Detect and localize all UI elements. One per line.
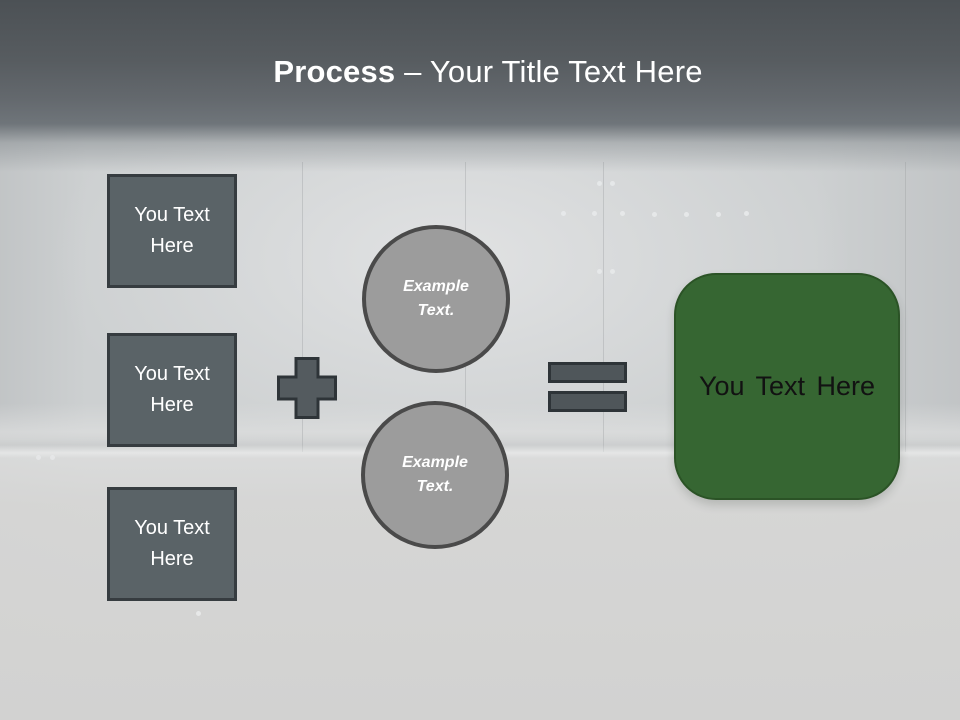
equals-icon	[548, 391, 627, 412]
example-circle-label: Example Text.	[403, 278, 469, 319]
example-circle-label: Example Text.	[402, 454, 468, 495]
equals-icon	[548, 362, 627, 383]
slide-title: Process – Your Title Text Here	[8, 54, 960, 90]
result-box-label: You Text Here	[698, 371, 876, 401]
wall-seam	[302, 162, 303, 452]
title-rest: – Your Title Text Here	[395, 54, 703, 89]
equals-operator	[548, 362, 627, 413]
example-circle-2: Example Text.	[361, 401, 509, 549]
slide-header: Process – Your Title Text Here	[0, 0, 960, 172]
wall-seam	[603, 162, 604, 452]
wall-seam	[905, 162, 906, 452]
input-box-3: You Text Here	[107, 487, 237, 601]
input-box-label: You Text Here	[134, 204, 210, 257]
plus-operator	[277, 357, 337, 419]
input-box-1: You Text Here	[107, 174, 237, 288]
plus-icon	[277, 357, 337, 419]
input-box-label: You Text Here	[134, 517, 210, 570]
input-box-label: You Text Here	[134, 363, 210, 416]
input-box-2: You Text Here	[107, 333, 237, 447]
result-box: You Text Here	[674, 273, 900, 500]
example-circle-1: Example Text.	[362, 225, 510, 373]
title-emphasis: Process	[273, 54, 396, 89]
